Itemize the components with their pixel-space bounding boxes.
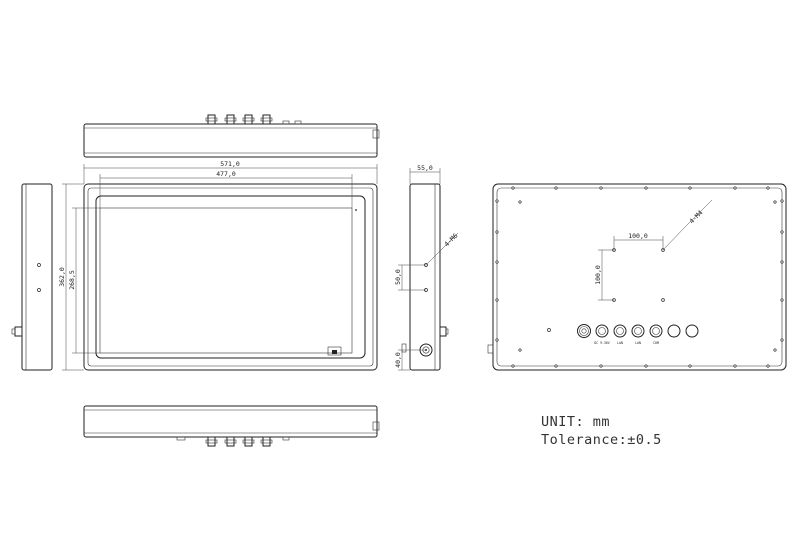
vesa-horizontal-label: 100,0 bbox=[628, 232, 648, 240]
rear-perimeter-holes bbox=[495, 186, 784, 368]
dimension-overall-width: 571,0 bbox=[83, 160, 378, 184]
rear-connectors bbox=[577, 324, 699, 338]
dimension-active-height: 268,5 bbox=[68, 207, 100, 354]
connector-label-lan-2: LAN bbox=[635, 341, 641, 345]
dimension-overall-height: 362,0 bbox=[58, 183, 84, 371]
dimension-depth: 55,0 bbox=[409, 164, 441, 184]
dimension-active-width: 477,0 bbox=[99, 170, 353, 208]
connector-label-lan-1: LAN bbox=[617, 341, 623, 345]
right-side-port bbox=[439, 326, 449, 337]
vesa-vertical-label: 100,0 bbox=[594, 265, 602, 285]
drawing-notes: UNIT: mm Tolerance:±0.5 bbox=[541, 414, 662, 448]
bottom-view-connectors bbox=[176, 436, 290, 447]
side-thread-callout: 4-M6 bbox=[425, 232, 460, 266]
top-view-connectors bbox=[205, 114, 302, 125]
left-side-connector bbox=[11, 326, 23, 337]
front-logo bbox=[327, 346, 342, 356]
rear-thread-callout: 4-M4 bbox=[662, 199, 713, 251]
depth-label: 55,0 bbox=[417, 164, 433, 172]
overall-height-label: 362,0 bbox=[58, 267, 66, 287]
unit-note: UNIT: mm bbox=[541, 414, 610, 430]
active-height-label: 268,5 bbox=[68, 270, 76, 290]
dimension-side-mount-spacing: 50,0 bbox=[394, 264, 426, 291]
dimension-side-offset: 40,0 bbox=[394, 349, 426, 371]
dimension-vesa-vertical: 100,0 bbox=[594, 249, 614, 301]
front-view bbox=[83, 183, 378, 371]
dimension-vesa-horizontal: 100,0 bbox=[613, 232, 664, 250]
connector-label-com: COM bbox=[653, 341, 659, 345]
connector-label-power: DC 9-36V bbox=[594, 341, 609, 345]
bottom-view bbox=[83, 405, 380, 447]
rear-thread-label: 4-M4 bbox=[688, 209, 705, 226]
vesa-mount-holes bbox=[612, 248, 665, 302]
side-mount-spacing-label: 50,0 bbox=[394, 269, 402, 285]
rear-view: DC 9-36V LAN LAN COM bbox=[487, 183, 787, 371]
active-width-label: 477,0 bbox=[216, 170, 236, 178]
rear-indicator-hole bbox=[547, 328, 551, 332]
side-offset-label: 40,0 bbox=[394, 352, 402, 368]
rear-connector-labels: DC 9-36V LAN LAN COM bbox=[594, 341, 659, 345]
top-view bbox=[83, 114, 380, 158]
overall-width-label: 571,0 bbox=[220, 160, 240, 168]
left-side-view bbox=[11, 183, 53, 371]
right-side-view bbox=[401, 183, 449, 371]
tolerance-note: Tolerance:±0.5 bbox=[541, 432, 662, 448]
